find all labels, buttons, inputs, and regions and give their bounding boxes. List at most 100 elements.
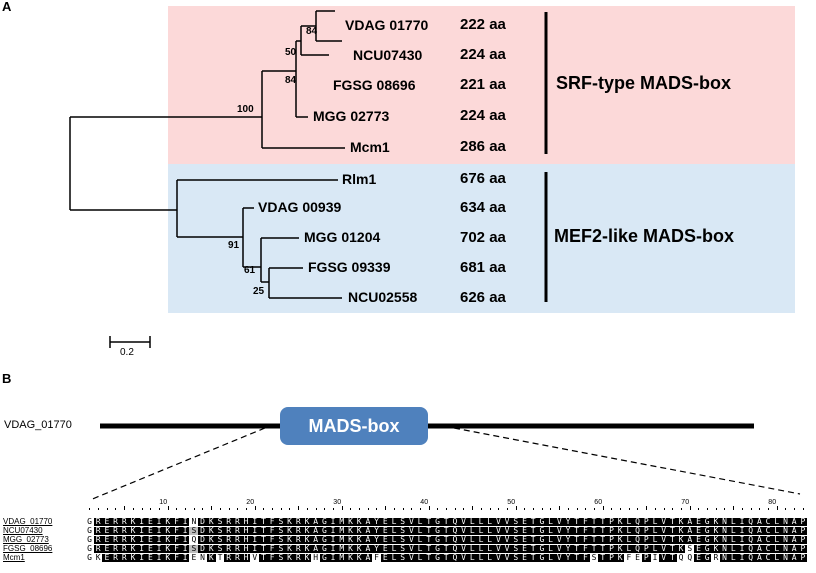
residue: T xyxy=(589,527,599,535)
residue: K xyxy=(163,536,173,544)
residue: C xyxy=(763,536,773,544)
residue: N xyxy=(198,554,208,562)
residue: T xyxy=(598,545,608,553)
residue: A xyxy=(789,554,799,562)
residue: T xyxy=(441,545,451,553)
ruler-tick xyxy=(541,508,543,510)
residue: Y xyxy=(563,554,573,562)
ruler-tick xyxy=(446,508,448,510)
ruler-tick xyxy=(202,508,204,510)
residue: F xyxy=(624,554,634,562)
residue: L xyxy=(389,536,399,544)
ruler-tick xyxy=(115,508,117,510)
protein-length: 286 aa xyxy=(460,138,506,155)
residue: H xyxy=(241,536,251,544)
protein-length: 221 aa xyxy=(460,76,506,93)
ruler-tick xyxy=(315,508,317,510)
residue: V xyxy=(659,536,669,544)
residue: P xyxy=(798,518,808,526)
residue: K xyxy=(354,536,364,544)
residue: E xyxy=(380,545,390,553)
ruler-tick xyxy=(158,508,160,510)
residue: Y xyxy=(372,527,382,535)
residue: I xyxy=(154,527,164,535)
residue: N xyxy=(781,545,790,553)
residue: L xyxy=(624,536,634,544)
residue: V xyxy=(554,527,564,535)
ruler-tick xyxy=(576,508,578,510)
residue: E xyxy=(694,554,703,562)
residue: T xyxy=(572,554,582,562)
residue: T xyxy=(441,527,451,535)
ruler-tick xyxy=(350,508,352,510)
residue: H xyxy=(241,545,251,553)
residue: T xyxy=(572,545,582,553)
residue: V xyxy=(659,518,669,526)
residue: L xyxy=(467,545,477,553)
residue: P xyxy=(607,527,616,535)
residue: L xyxy=(389,545,399,553)
ruler-tick xyxy=(524,508,526,510)
ruler-tick xyxy=(254,506,256,510)
residue: E xyxy=(102,536,112,544)
residue: G xyxy=(537,536,547,544)
residue: N xyxy=(781,518,790,526)
residue: I xyxy=(328,536,338,544)
residue: E xyxy=(520,545,529,553)
leaf-label: FGSG 09339 xyxy=(308,259,391,275)
residue: R xyxy=(293,518,303,526)
residue: R xyxy=(224,527,234,535)
residue: I xyxy=(737,554,747,562)
residue: L xyxy=(728,527,738,535)
ruler-tick xyxy=(454,508,456,510)
residue: L xyxy=(546,527,556,535)
residue: Y xyxy=(372,536,382,544)
residue: F xyxy=(580,536,590,544)
residue: V xyxy=(502,554,512,562)
residue: T xyxy=(424,536,434,544)
residue: F xyxy=(172,545,181,553)
residue: L xyxy=(476,554,486,562)
residue: R xyxy=(711,554,721,562)
residue: G xyxy=(85,518,94,526)
residue: L xyxy=(467,554,477,562)
residue: G xyxy=(433,545,442,553)
residue: G xyxy=(319,545,329,553)
leaf-label: VDAG 00939 xyxy=(258,199,342,215)
bootstrap-value: 100 xyxy=(237,104,254,115)
residue: T xyxy=(589,518,599,526)
residue: R xyxy=(224,536,234,544)
residue: S xyxy=(276,527,286,535)
residue: I xyxy=(180,518,190,526)
ruler-tick xyxy=(376,508,378,510)
residue: E xyxy=(694,545,703,553)
residue: Y xyxy=(372,518,382,526)
residue: E xyxy=(633,554,643,562)
residue: L xyxy=(467,527,477,535)
mef2-group-label: MEF2-like MADS-box xyxy=(554,226,735,246)
residue: Y xyxy=(563,545,573,553)
ruler-tick xyxy=(237,508,239,510)
mads-box-domain: MADS-box xyxy=(280,407,428,445)
ruler-tick xyxy=(733,506,735,510)
residue: R xyxy=(232,545,242,553)
residue: L xyxy=(485,545,495,553)
residue: T xyxy=(259,554,268,562)
residue: L xyxy=(389,554,399,562)
residue: G xyxy=(85,545,94,553)
residue: Q xyxy=(746,554,756,562)
residue: L xyxy=(415,545,425,553)
residue: L xyxy=(624,518,634,526)
residue: V xyxy=(554,536,564,544)
residue: T xyxy=(424,545,434,553)
residue: L xyxy=(546,536,556,544)
residue: I xyxy=(137,554,147,562)
ruler-tick xyxy=(750,508,752,510)
residue: E xyxy=(694,536,703,544)
residue: K xyxy=(302,527,312,535)
residue: E xyxy=(380,536,390,544)
residue: F xyxy=(580,527,590,535)
ruler-tick xyxy=(663,508,665,510)
residue: L xyxy=(650,518,660,526)
